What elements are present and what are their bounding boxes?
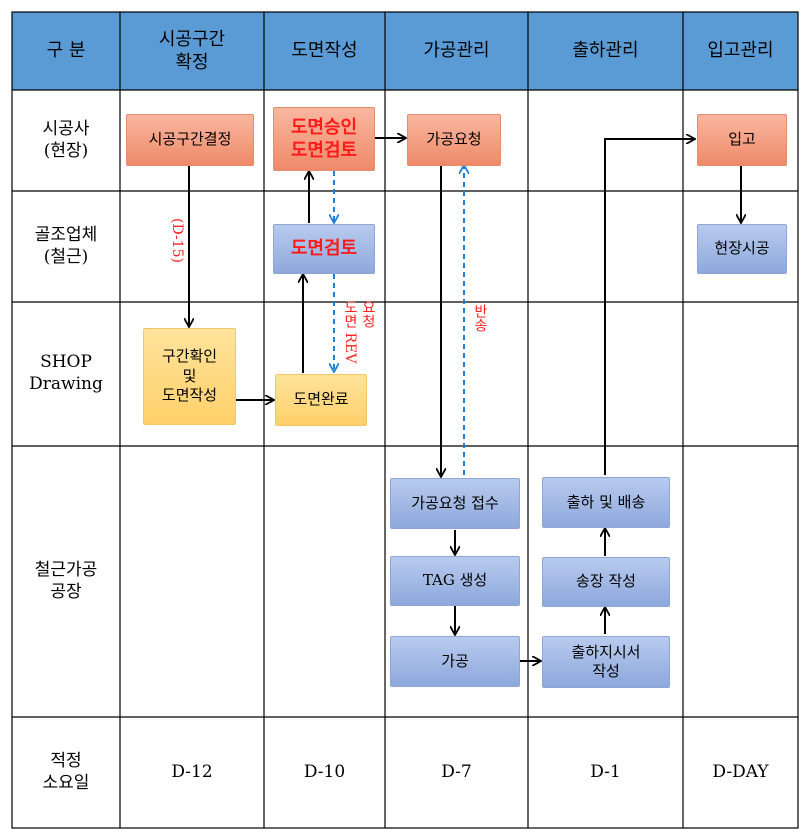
days-section-confirm: D-12	[171, 761, 213, 782]
box-receiving: 입고	[697, 114, 787, 166]
row-label-frame-company: 골조업체 (철근)	[34, 224, 98, 267]
box-tag-generation: TAG 생성	[390, 556, 520, 606]
header-receiving-mgmt: 입고관리	[707, 40, 774, 62]
arrow-shipping-to-receiving	[604, 139, 694, 475]
box-drawing-approval-review: 도면승인 도면검토	[273, 107, 375, 171]
box-site-section-decision: 시공구간결정	[126, 114, 254, 166]
box-invoice-creation: 송장 작성	[542, 557, 670, 607]
days-shipping: D-1	[590, 761, 621, 782]
header-background	[12, 12, 798, 90]
table-grid	[11, 11, 799, 829]
days-processing: D-7	[441, 761, 472, 782]
box-site-construction: 현장시공	[697, 224, 787, 274]
header-drawing: 도면작성	[291, 40, 358, 62]
box-shipping-delivery: 출하 및 배송	[542, 477, 670, 528]
header-shipping-mgmt: 출하관리	[572, 40, 639, 62]
header-category: 구 분	[46, 40, 86, 62]
row-label-lead-days: 적정 소요일	[42, 750, 90, 793]
header-processing-mgmt: 가공관리	[423, 40, 490, 62]
box-drawing-review: 도면검토	[273, 224, 375, 274]
box-section-check-drawing: 구간확인 및 도면작성	[143, 328, 236, 425]
label-d15: (D-15)	[169, 218, 185, 263]
box-shipping-order: 출하지시서 작성	[542, 636, 670, 688]
row-label-shop-drawing: SHOP Drawing	[29, 352, 103, 394]
box-processing-request: 가공요청	[407, 114, 501, 166]
label-rev-request-2: 요청	[360, 300, 376, 328]
label-rev-request-1: 도면 REV	[342, 300, 358, 364]
box-processing-request-received: 가공요청 접수	[390, 478, 520, 529]
header-section-confirm: 시공구간 확정	[158, 28, 226, 73]
row-label-contractor: 시공사 (현장)	[42, 118, 90, 161]
box-processing: 가공	[390, 636, 520, 687]
row-label-rebar-factory: 철근가공 공장	[34, 559, 98, 602]
box-drawing-complete: 도면완료	[275, 374, 367, 426]
label-return: 반송	[472, 304, 488, 332]
days-drawing: D-10	[303, 761, 346, 782]
days-receiving: D-DAY	[712, 761, 769, 782]
